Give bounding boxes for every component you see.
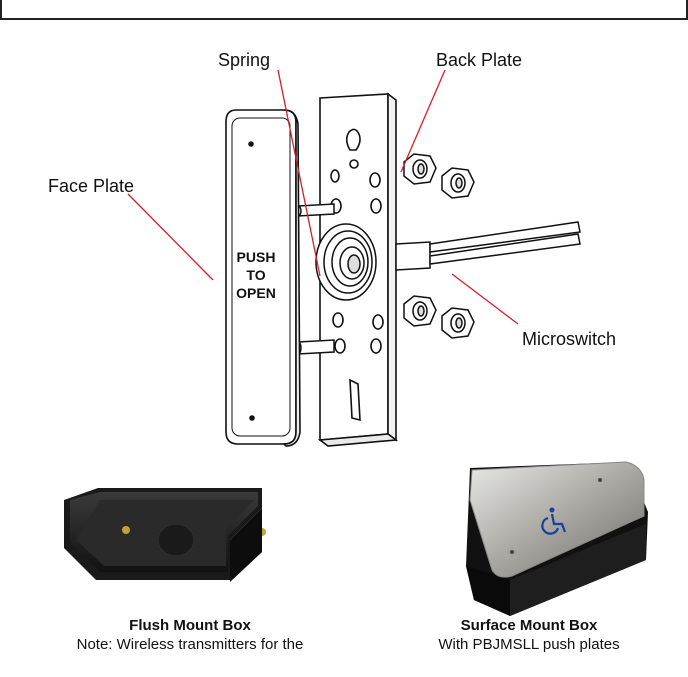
spring-leader <box>277 69 321 277</box>
flush-mount-note: Note: Wireless transmitters for the <box>76 636 304 653</box>
surface-mount-note: With PBJMSLL push plates <box>438 636 620 653</box>
plate-text-line-3: OPEN <box>236 285 276 301</box>
surface-mount-caption: Surface Mount Box With PBJMSLL push plat… <box>404 616 654 654</box>
back-plate-leader <box>400 69 446 173</box>
label-spring: Spring <box>218 50 270 70</box>
face-plate-leader <box>127 193 214 281</box>
leader-lines <box>127 69 519 325</box>
label-microswitch: Microswitch <box>522 329 616 349</box>
microswitch-cable <box>395 221 581 271</box>
plate-text-line-1: PUSH <box>237 249 276 265</box>
flush-mount-box-image <box>64 488 266 582</box>
label-face-plate: Face Plate <box>48 176 134 196</box>
surface-mount-box-image <box>466 461 648 616</box>
microswitch-leader <box>451 273 519 325</box>
label-back-plate: Back Plate <box>436 50 522 70</box>
top-frame-bar <box>0 0 688 20</box>
flush-mount-caption: Flush Mount Box Note: Wireless transmitt… <box>60 616 320 654</box>
face-plate <box>225 109 301 447</box>
plate-text-line-2: TO <box>246 267 265 283</box>
nuts <box>403 153 475 339</box>
wheelchair-icon <box>541 507 567 535</box>
push-to-open-text: PUSH TO OPEN <box>236 249 276 301</box>
surface-mount-title: Surface Mount Box <box>460 617 598 634</box>
spring <box>315 223 377 301</box>
flush-mount-title: Flush Mount Box <box>129 617 251 634</box>
